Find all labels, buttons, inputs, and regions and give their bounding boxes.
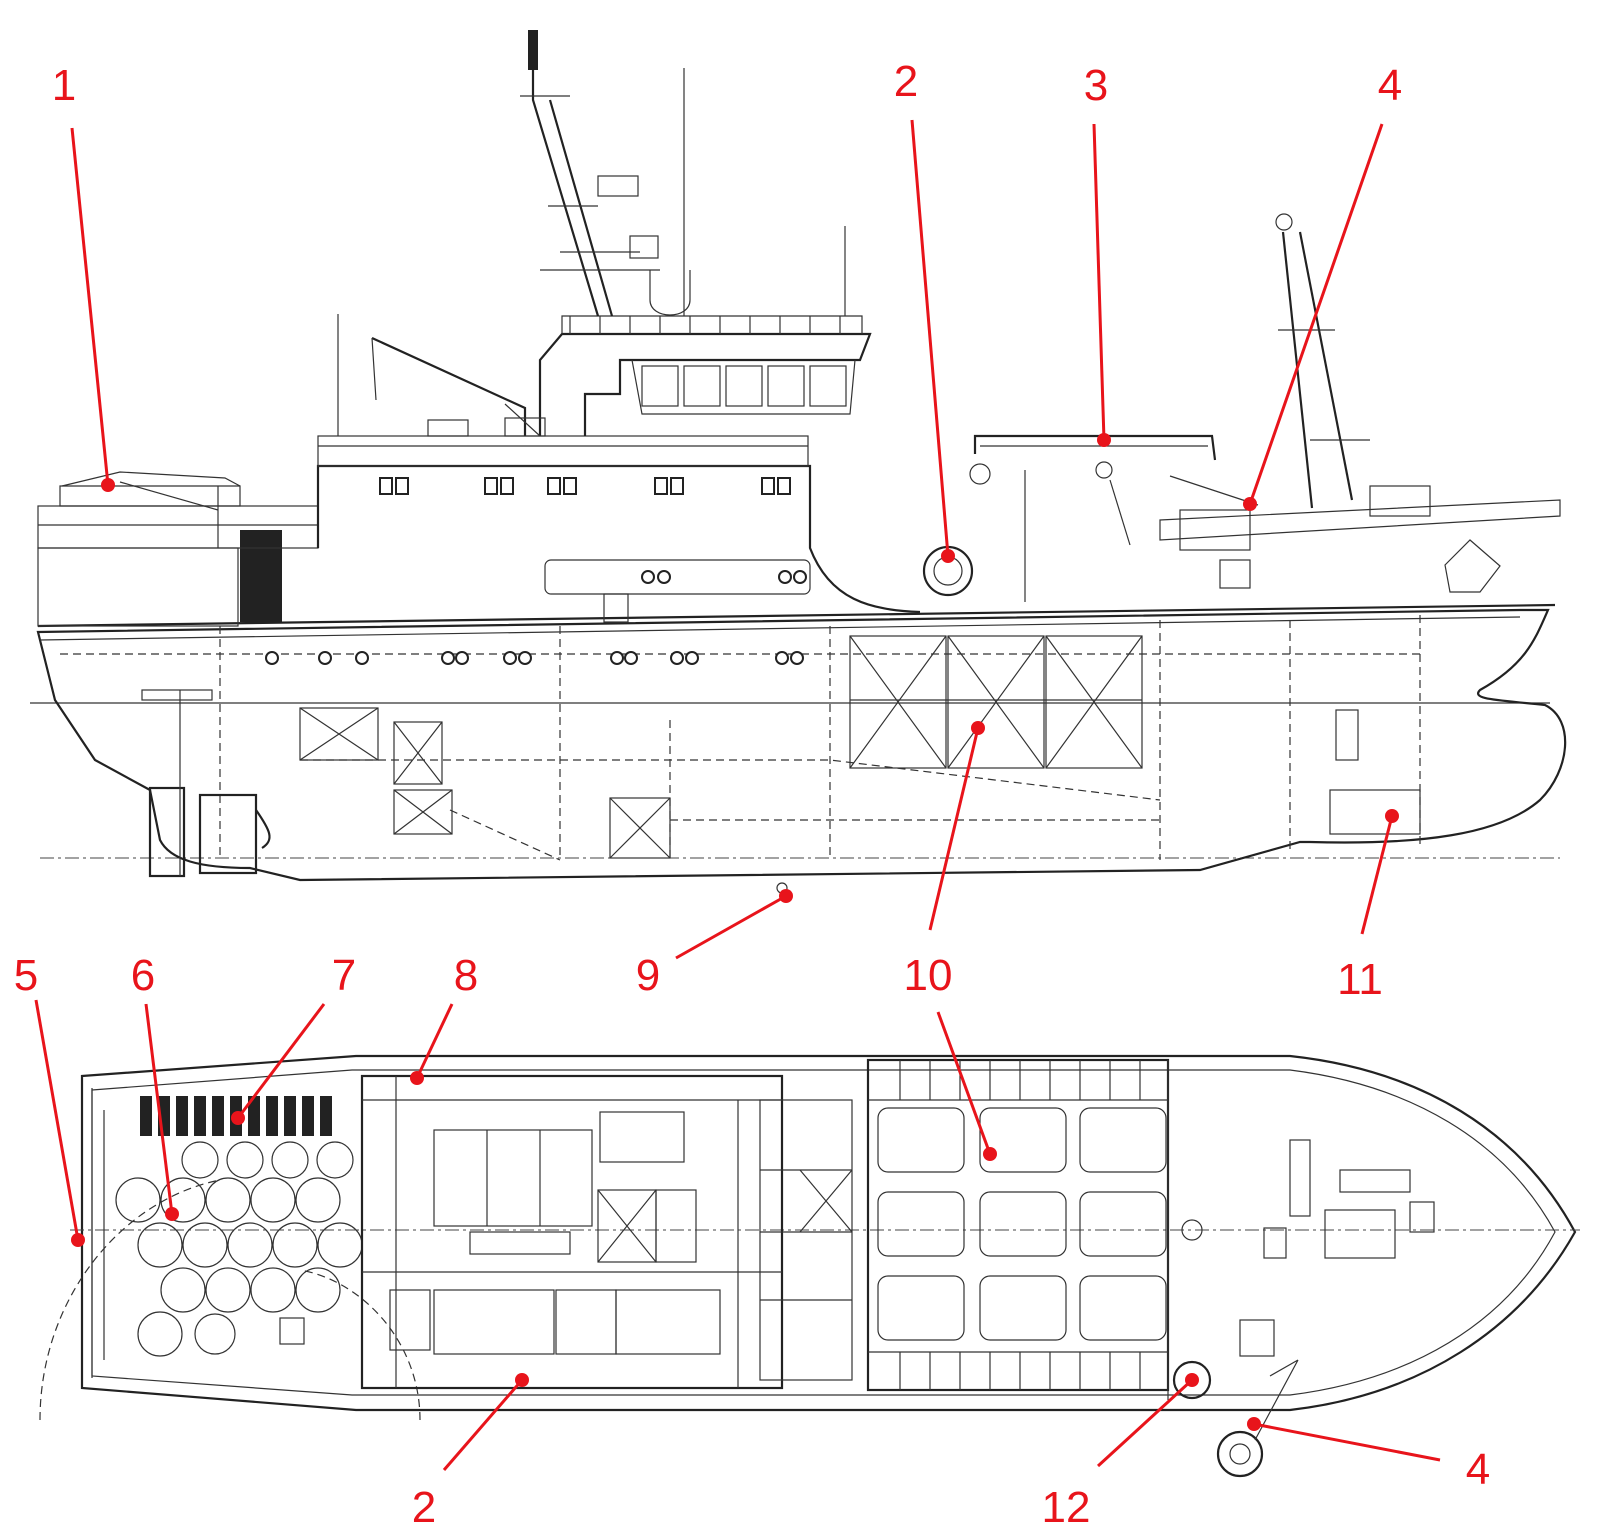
callout-3: 3 [1084, 61, 1111, 447]
hull-portholes [265, 651, 804, 665]
callout-7: 7 [231, 951, 356, 1125]
plan-hull-outline [80, 1054, 1577, 1412]
accommodation-rooms [362, 1076, 782, 1388]
tanks-aft [299, 707, 671, 859]
callout-7-label: 7 [332, 951, 356, 1000]
callout-1: 1 [52, 61, 115, 492]
callouts: 1 2 3 4 5 6 [14, 57, 1490, 1531]
wheelhouse [538, 332, 872, 436]
pot-rack-row [140, 1096, 332, 1136]
stern-gear [141, 689, 271, 878]
callout-10-top: 10 [904, 721, 985, 1000]
main-mast [337, 30, 846, 436]
cabins [759, 1099, 853, 1381]
callout-9: 9 [636, 889, 793, 1000]
side-elevation-view [30, 30, 1567, 894]
superstructure-crane [371, 336, 546, 437]
wheelhouse-windows [641, 365, 847, 407]
callout-4-top: 4 [1243, 61, 1402, 511]
callout-1-label: 1 [52, 61, 76, 110]
callout-2-bottom-label: 2 [412, 1483, 436, 1531]
callout-12-label: 12 [1042, 1483, 1091, 1531]
callout-6-label: 6 [131, 951, 155, 1000]
superstructure [316, 464, 921, 614]
fore-deck-gantry [969, 434, 1259, 602]
fore-mast [1275, 213, 1370, 509]
callout-2-bottom: 2 [412, 1373, 529, 1531]
fish-hold-tanks [868, 1060, 1168, 1390]
callout-2-top-label: 2 [894, 57, 918, 106]
callout-8: 8 [410, 951, 478, 1085]
fore-deck-plan-equipment [1167, 1060, 1435, 1478]
coil-drums [115, 1141, 363, 1357]
callout-4-bottom-label: 4 [1466, 1445, 1490, 1494]
callout-11: 11 [1337, 809, 1399, 1004]
callout-5-label: 5 [14, 951, 38, 1000]
callout-2-top: 2 [894, 57, 955, 563]
callout-11-label: 11 [1337, 955, 1383, 1004]
callout-12: 12 [1042, 1373, 1199, 1531]
callout-4-bottom: 4 [1247, 1417, 1490, 1494]
callout-9-label: 9 [636, 951, 660, 1000]
callout-6: 6 [131, 951, 179, 1221]
hull-outline [36, 608, 1567, 882]
fore-deck-winches [1159, 485, 1561, 593]
callout-5: 5 [14, 951, 85, 1247]
callout-10-top-label: 10 [904, 951, 953, 1000]
superstructure-windows [379, 477, 791, 495]
callout-8-label: 8 [454, 951, 478, 1000]
cargo-holds [849, 635, 1143, 769]
plan-view [39, 1054, 1580, 1478]
callout-3-label: 3 [1084, 61, 1108, 110]
callout-4-top-label: 4 [1378, 61, 1402, 110]
callout-10-plan [936, 1011, 997, 1161]
